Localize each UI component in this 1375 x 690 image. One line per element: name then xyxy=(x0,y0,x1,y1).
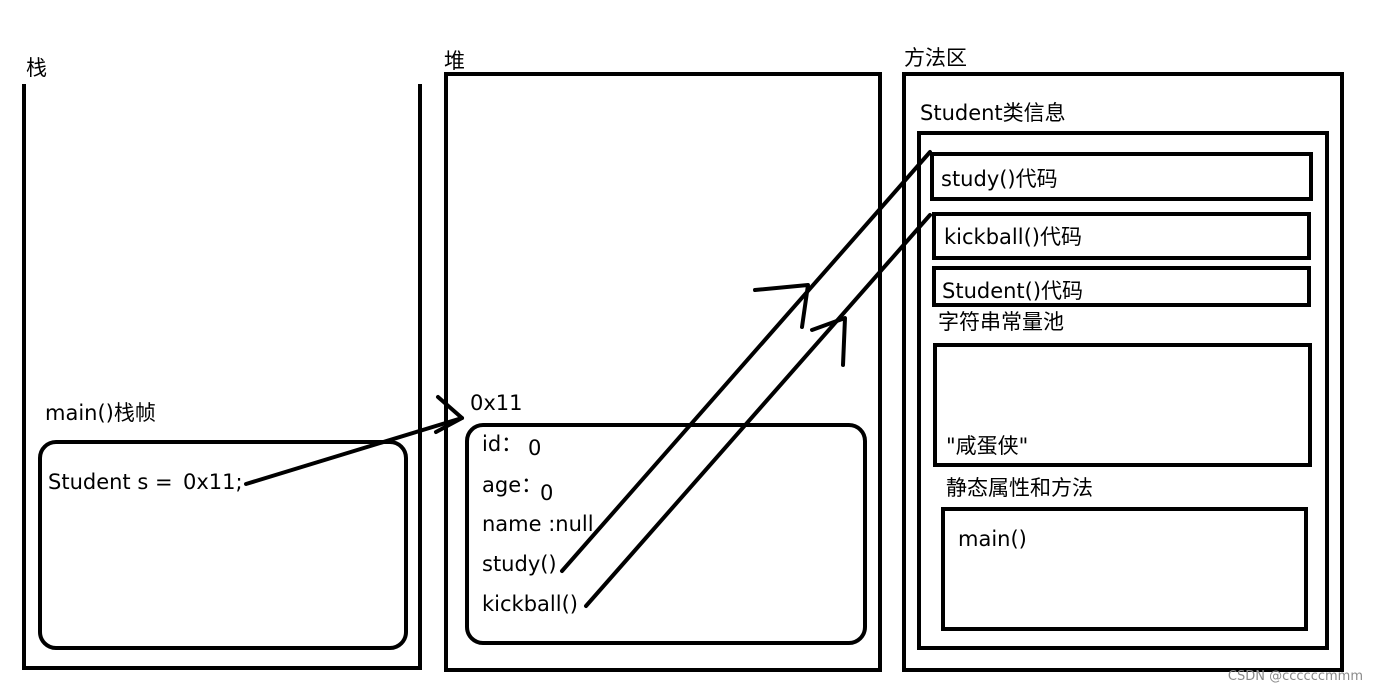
string-pool-box xyxy=(933,343,1312,467)
field-age-value: 0 xyxy=(540,481,554,505)
stack-variable-declaration: Student s = xyxy=(48,470,173,494)
static-members-box xyxy=(941,507,1308,631)
class-info-title: Student类信息 xyxy=(920,101,1066,125)
static-members-title: 静态属性和方法 xyxy=(946,476,1093,500)
field-id-value: 0 xyxy=(528,436,542,460)
static-member-main: main() xyxy=(958,527,1027,551)
string-pool-value: "咸蛋侠" xyxy=(946,434,1029,458)
kickball-code-label: kickball()代码 xyxy=(944,225,1082,249)
stack-title: 栈 xyxy=(26,56,47,80)
study-code-box xyxy=(930,152,1313,201)
stack-frame-title: main()栈帧 xyxy=(45,401,156,425)
stack-variable-address: 0x11; xyxy=(183,470,243,494)
constructor-code-box xyxy=(932,266,1311,307)
method-ref-kickball: kickball() xyxy=(482,592,578,616)
heap-object-address: 0x11 xyxy=(470,391,523,415)
field-age-label: age： xyxy=(482,473,543,497)
string-pool-title: 字符串常量池 xyxy=(938,310,1064,334)
method-area-title: 方法区 xyxy=(904,46,967,70)
study-code-label: study()代码 xyxy=(941,167,1058,191)
heap-title: 堆 xyxy=(444,49,465,73)
field-id-label: id： xyxy=(482,432,523,456)
kickball-code-box xyxy=(932,212,1311,260)
constructor-code-label: Student()代码 xyxy=(942,279,1084,303)
field-name: name :null xyxy=(482,512,594,536)
main-stack-frame xyxy=(38,440,408,650)
watermark: CSDN @ccccccmmm xyxy=(1227,669,1363,684)
method-ref-study: study() xyxy=(482,552,557,576)
